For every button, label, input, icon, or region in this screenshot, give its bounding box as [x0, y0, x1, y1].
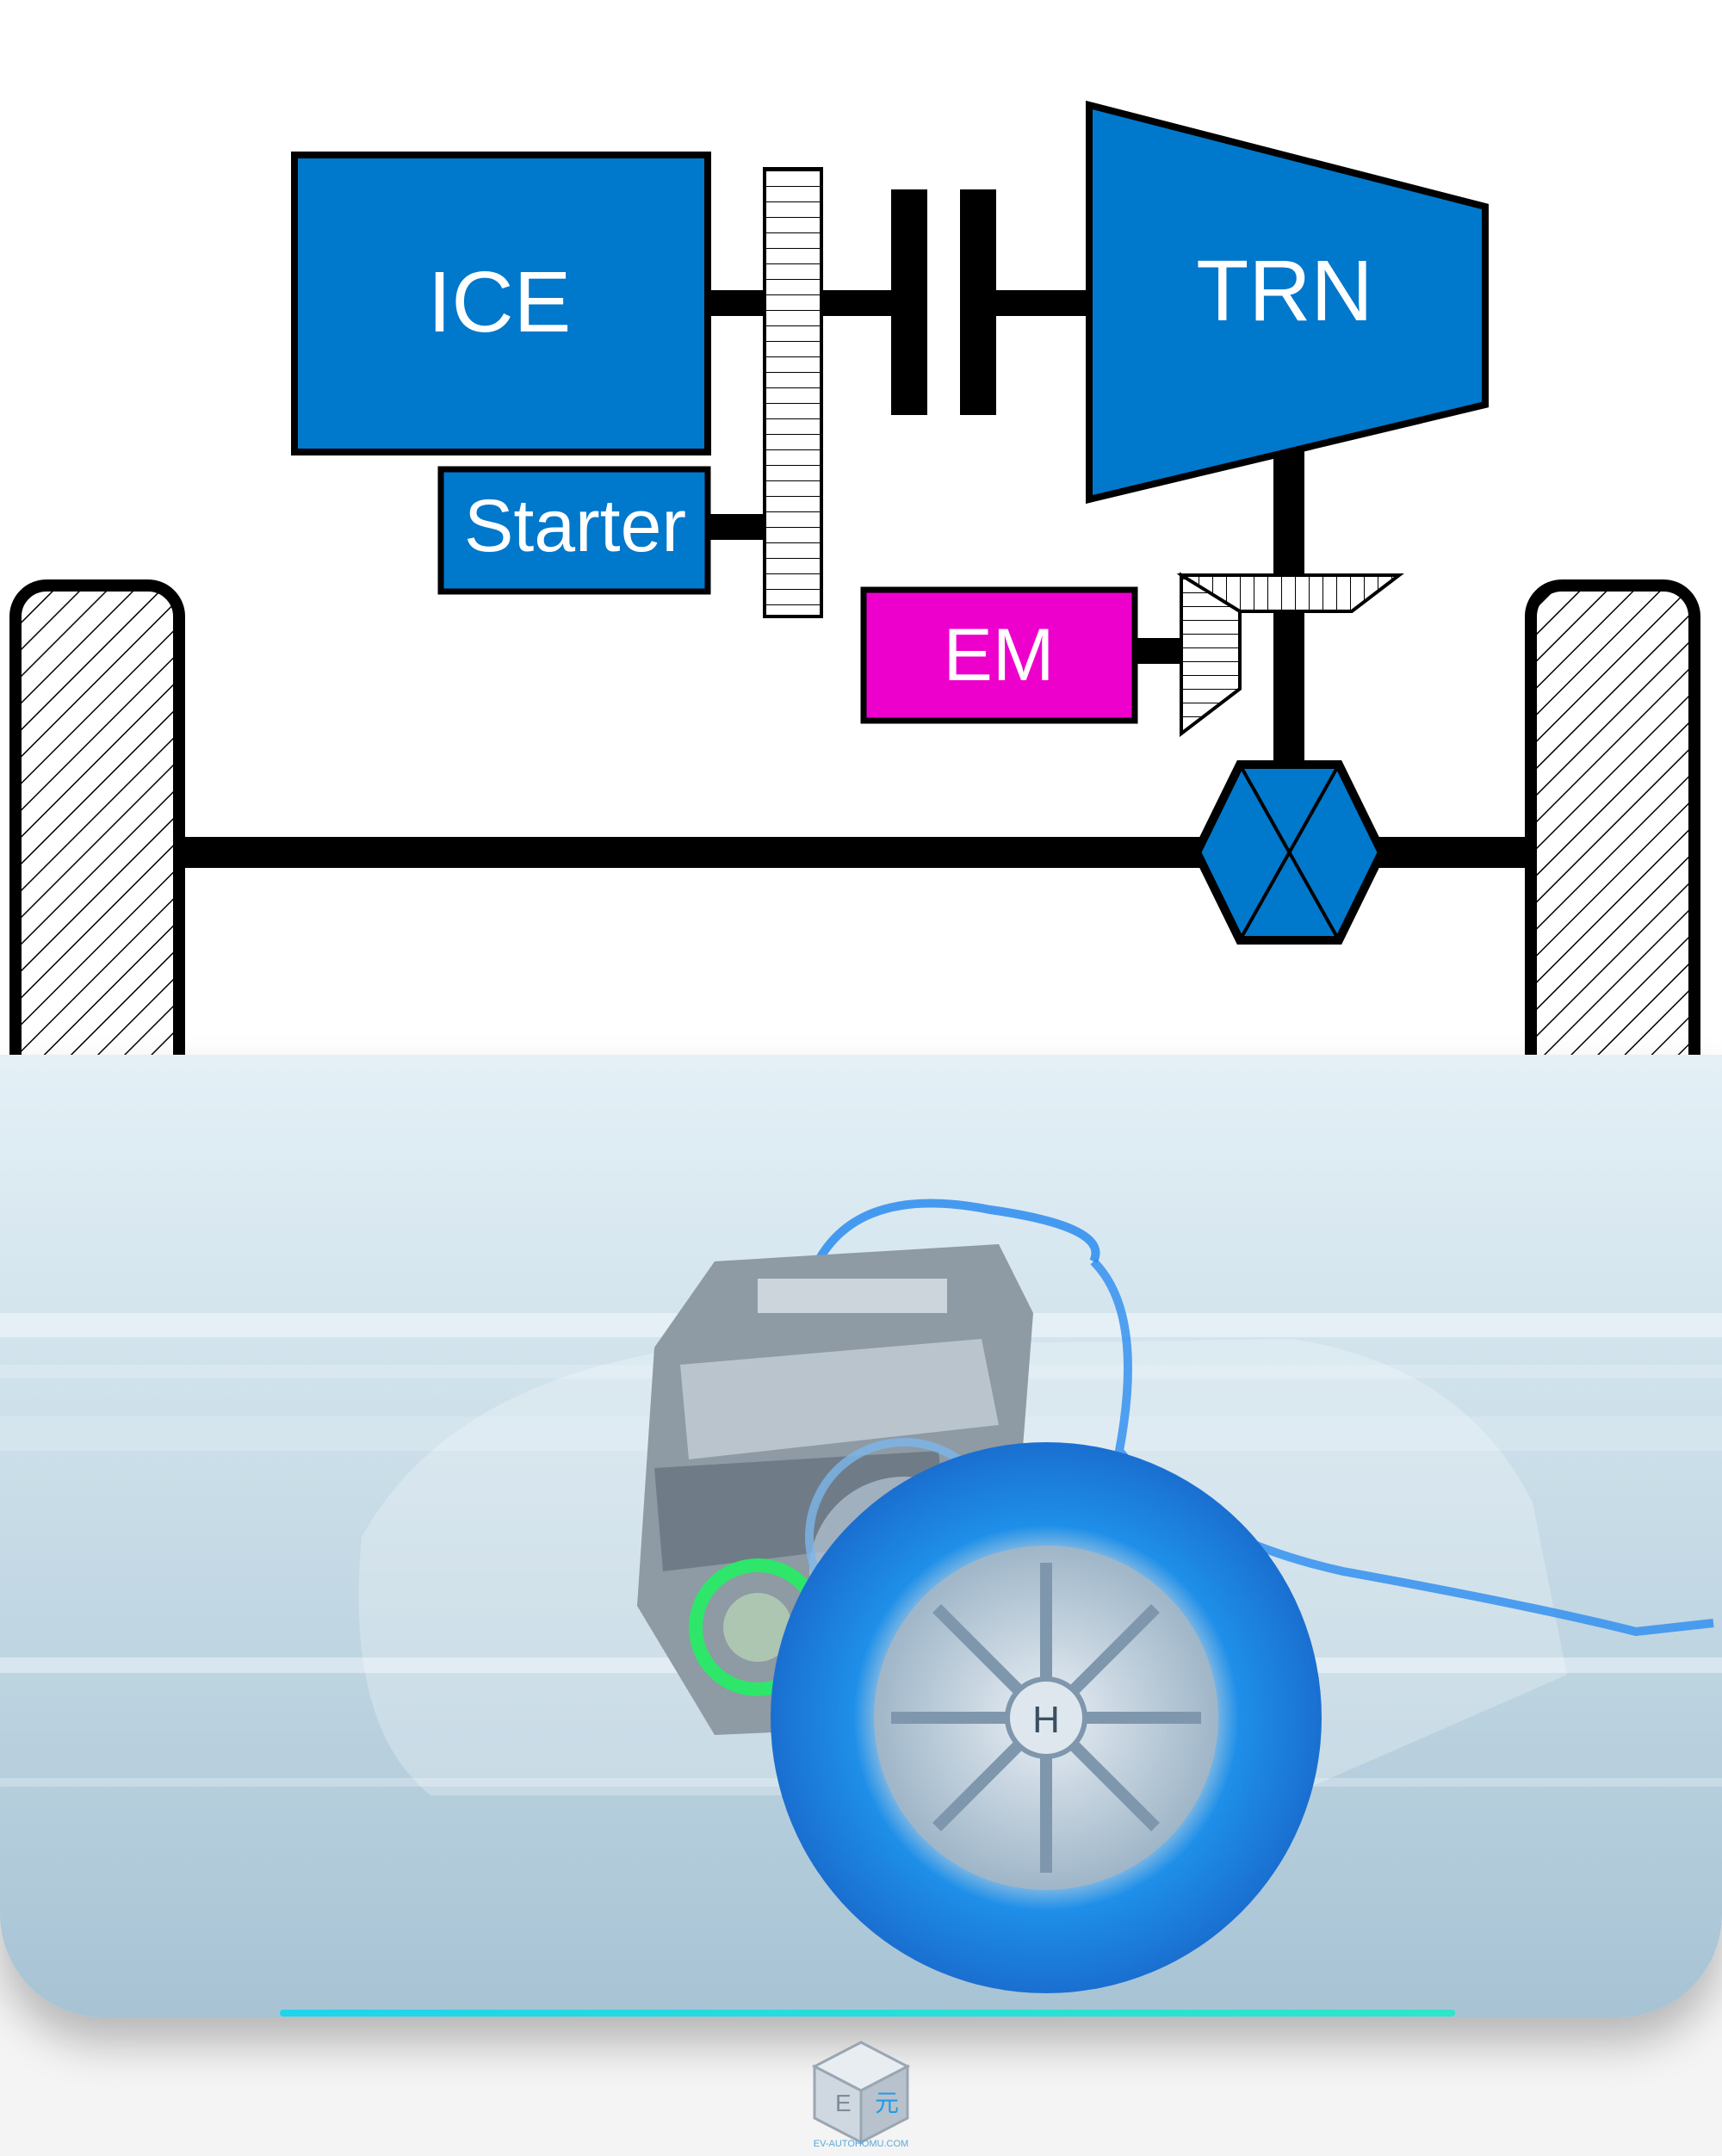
hybrid-powertrain-photo: H: [0, 1055, 1722, 2017]
left-wheel: [9, 579, 185, 1055]
starter-block: [437, 466, 711, 595]
ice-gear: [763, 167, 823, 618]
em-block: [860, 586, 1138, 724]
starter-label: Starter: [464, 485, 686, 567]
powertrain-diagram: ICE Starter TRN EM: [0, 0, 1722, 1055]
ice-label: ICE: [428, 254, 572, 350]
photo-illustration: H: [0, 1055, 1722, 2017]
ice-block: [291, 152, 711, 455]
clutch-plate-right: [960, 189, 996, 415]
clutch-plate-left: [891, 189, 927, 415]
cube-logo-icon: E 元: [801, 2032, 921, 2152]
logo-caption: EV-AUTOHOMU.COM: [813, 2139, 909, 2149]
em-label: EM: [944, 614, 1055, 697]
svg-text:元: 元: [875, 2090, 899, 2116]
cable-illustration: [814, 1199, 1100, 1264]
wheel-illustration: H: [771, 1442, 1322, 1993]
progress-bar: [280, 2010, 1455, 2017]
trn-label: TRN: [1196, 243, 1373, 339]
svg-text:H: H: [1032, 1699, 1060, 1741]
bevel-gear-vertical: [1180, 572, 1242, 738]
right-wheel: [1525, 579, 1700, 1055]
differential: [1192, 760, 1387, 945]
trn-block: [1086, 100, 1489, 505]
powertrain-diagram-svg: ICE Starter TRN EM: [9, 100, 1700, 1055]
svg-text:E: E: [835, 2090, 852, 2116]
